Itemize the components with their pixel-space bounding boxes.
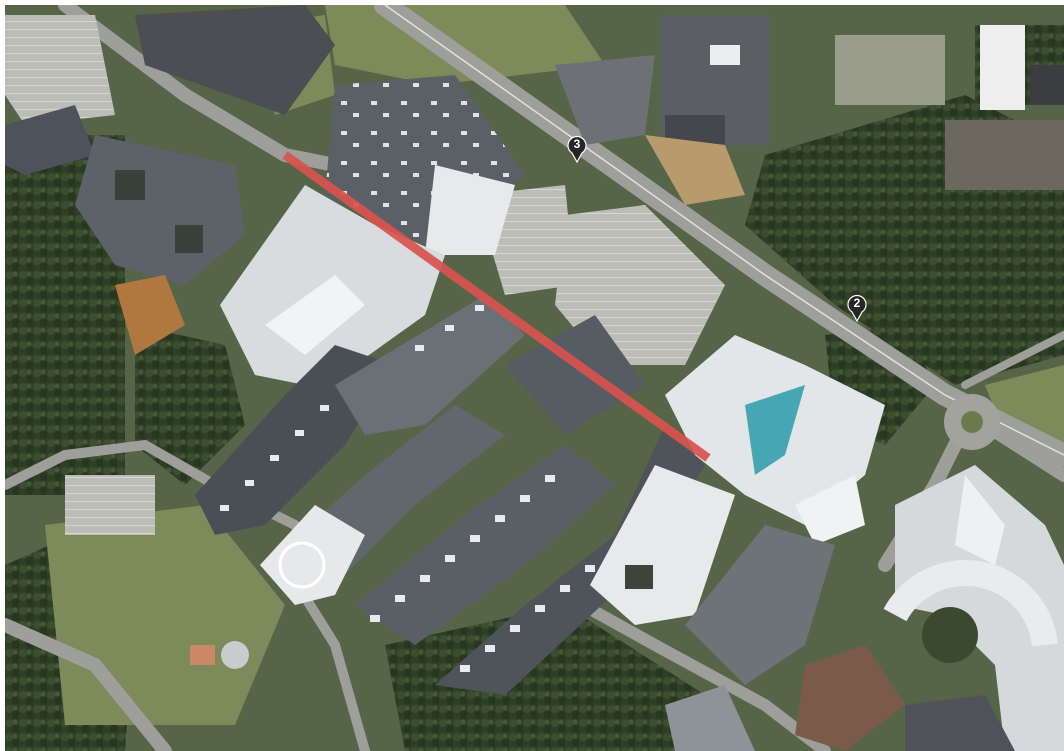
small-structures: [190, 641, 249, 669]
marker-3-label: 3: [574, 137, 581, 151]
roundabout: [944, 394, 1000, 450]
map-marker-2[interactable]: 2: [847, 294, 867, 323]
buildings: [5, 5, 1064, 751]
map-marker-3[interactable]: 3: [567, 135, 587, 164]
marker-2-label: 2: [854, 296, 861, 310]
satellite-map[interactable]: 3 2: [5, 5, 1064, 751]
route-line: [282, 151, 711, 462]
